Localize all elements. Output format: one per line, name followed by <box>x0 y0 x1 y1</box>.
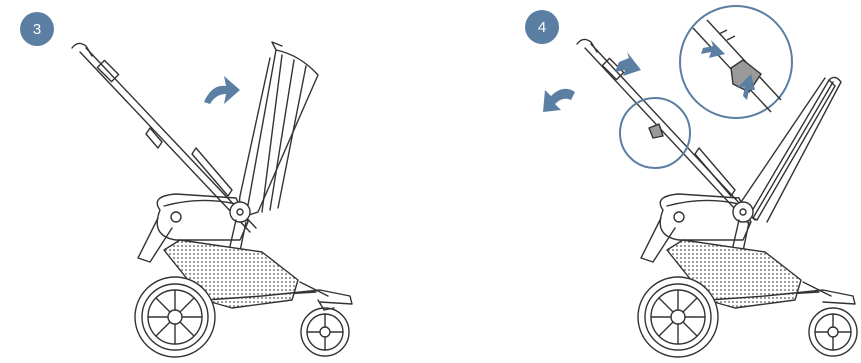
fold-lever <box>649 124 663 138</box>
curved-arrow-right-icon <box>204 76 240 104</box>
step-4-panel: 4 <box>431 0 861 363</box>
hinge <box>733 202 753 222</box>
rear-wheel <box>301 300 349 356</box>
curved-arrow-left-icon <box>543 89 575 112</box>
front-wheel <box>638 277 718 357</box>
stroller-step-4-illustration <box>431 0 861 363</box>
hinge <box>230 202 250 222</box>
canopy <box>240 42 318 216</box>
detail-magnifier <box>680 6 792 118</box>
front-wheel <box>135 277 215 357</box>
press-arrow-icon <box>615 52 641 76</box>
step-3-panel: 3 <box>0 0 430 363</box>
stroller-step-3-illustration <box>0 0 430 363</box>
rear-wheel <box>809 308 857 356</box>
